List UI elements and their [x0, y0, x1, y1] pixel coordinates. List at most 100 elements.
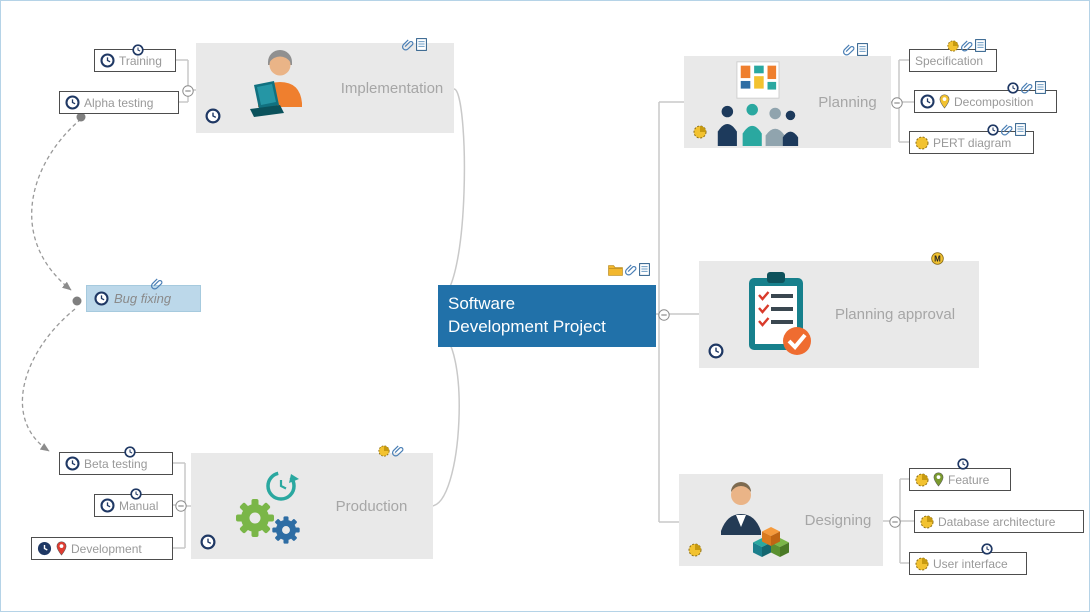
production-attachments[interactable]: [378, 445, 404, 457]
planning-approval-milestone: M: [931, 252, 944, 265]
pert-diagram-attachments[interactable]: [987, 123, 1026, 136]
planning-approval-deadline-clock-icon: [708, 343, 724, 364]
progress-icon: [947, 40, 959, 52]
designing-collapse-button[interactable]: [889, 515, 901, 527]
topic-user-interface-label: User interface: [933, 556, 1008, 571]
specification-attachments[interactable]: [947, 39, 986, 52]
note-document-icon[interactable]: [1015, 123, 1026, 136]
implementation-collapse-button[interactable]: [182, 84, 194, 96]
note-document-icon[interactable]: [975, 39, 986, 52]
central-topic[interactable]: Software Development Project: [438, 285, 656, 347]
planning-approval-collapse-button[interactable]: [658, 308, 670, 320]
implementation-deadline-clock-icon: [205, 108, 221, 129]
bug-fixing-clock-icon: [94, 291, 109, 306]
topic-development-label: Development: [71, 541, 142, 556]
topic-specification[interactable]: Specification: [909, 49, 997, 72]
note-document-icon[interactable]: [1035, 81, 1046, 94]
production-illustration: [236, 471, 300, 544]
branch-implementation[interactable]: Implementation: [196, 43, 454, 133]
paperclip-icon[interactable]: [1001, 124, 1013, 136]
topic-user-interface[interactable]: User interface: [909, 552, 1027, 575]
feature-progress-icon: [915, 473, 929, 487]
clock-icon: [130, 488, 142, 500]
paperclip-icon[interactable]: [1021, 82, 1033, 94]
pert-progress-icon: [915, 136, 929, 150]
topic-training-label: Training: [119, 53, 162, 68]
topic-beta-testing[interactable]: Beta testing: [59, 452, 173, 475]
beta-testing-clock-icon: [65, 456, 80, 471]
note-document-icon[interactable]: [857, 43, 868, 56]
clock-icon: [1007, 82, 1019, 94]
topic-beta-testing-label: Beta testing: [84, 456, 148, 471]
designing-progress-icon: [688, 543, 702, 562]
implementation-attachments[interactable]: [402, 38, 427, 51]
decomposition-attachments[interactable]: [1007, 81, 1046, 94]
branch-designing-label: Designing: [804, 511, 872, 529]
paperclip-icon[interactable]: [961, 40, 973, 52]
clock-icon: [987, 124, 999, 136]
svg-text:M: M: [934, 254, 941, 263]
topic-bug-fixing-label: Bug fixing: [114, 291, 172, 306]
beta-testing-deadline: [124, 446, 136, 458]
development-clock-icon: [37, 541, 52, 556]
bug-fixing-attachments[interactable]: [151, 278, 163, 290]
branch-planning-approval[interactable]: Planning approval: [699, 261, 979, 368]
note-document-icon[interactable]: [416, 38, 427, 51]
topic-decomposition[interactable]: Decomposition: [914, 90, 1057, 113]
branch-planning[interactable]: Planning: [684, 56, 891, 148]
paperclip-icon[interactable]: [151, 278, 163, 290]
clock-icon: [124, 446, 136, 458]
branch-designing[interactable]: Designing: [679, 474, 883, 566]
training-clock-icon: [100, 53, 115, 68]
planning-attachments[interactable]: [843, 43, 868, 56]
training-deadline: [132, 44, 144, 56]
collapse-minus-icon: [658, 309, 670, 321]
central-topic-line2: Development Project: [448, 317, 606, 336]
clock-icon: [981, 543, 993, 555]
paperclip-icon[interactable]: [843, 44, 855, 56]
planning-illustration: [717, 61, 799, 146]
folder-icon[interactable]: [608, 264, 623, 276]
paperclip-icon[interactable]: [402, 39, 414, 51]
alpha-testing-clock-icon: [65, 95, 80, 110]
collapse-minus-icon: [182, 85, 194, 97]
progress-icon: [378, 445, 390, 457]
topic-manual-label: Manual: [119, 498, 159, 513]
note-document-icon[interactable]: [639, 263, 650, 276]
topic-alpha-testing[interactable]: Alpha testing: [59, 91, 179, 114]
clock-icon: [957, 458, 969, 470]
topic-feature-label: Feature: [948, 472, 990, 487]
feature-green-pin-icon: [933, 472, 944, 487]
topic-development[interactable]: Development: [31, 537, 173, 560]
designing-illustration: [721, 482, 789, 557]
branch-production[interactable]: Production: [191, 453, 433, 559]
user-interface-progress-icon: [915, 557, 929, 571]
planning-collapse-button[interactable]: [891, 96, 903, 108]
central-attachments[interactable]: [608, 263, 650, 276]
manual-collapse-button[interactable]: [175, 499, 187, 511]
development-red-pin-icon: [56, 541, 67, 556]
feature-deadline: [957, 458, 969, 470]
user-interface-deadline: [981, 543, 993, 555]
branch-production-label: Production: [335, 497, 408, 515]
branch-implementation-label: Implementation: [340, 79, 444, 97]
topic-pert-diagram[interactable]: PERT diagram: [909, 131, 1034, 154]
paperclip-icon[interactable]: [392, 445, 404, 457]
collapse-minus-icon: [889, 516, 901, 528]
topic-specification-label: Specification: [915, 53, 984, 68]
topic-training[interactable]: Training: [94, 49, 176, 72]
topic-database-architecture[interactable]: Database architecture: [914, 510, 1084, 533]
database-architecture-progress-icon: [920, 515, 934, 529]
paperclip-icon[interactable]: [625, 264, 637, 276]
branch-planning-label: Planning: [818, 93, 877, 111]
topic-bug-fixing[interactable]: Bug fixing: [86, 285, 201, 312]
topic-feature[interactable]: Feature: [909, 468, 1011, 491]
branch-planning-approval-label: Planning approval: [834, 306, 956, 323]
manual-clock-icon: [100, 498, 115, 513]
manual-deadline: [130, 488, 142, 500]
topic-alpha-testing-label: Alpha testing: [84, 95, 154, 110]
production-deadline-clock-icon: [200, 534, 216, 555]
decomposition-yellow-pin-icon: [939, 94, 950, 109]
clock-icon: [132, 44, 144, 56]
topic-database-architecture-label: Database architecture: [938, 514, 1056, 529]
